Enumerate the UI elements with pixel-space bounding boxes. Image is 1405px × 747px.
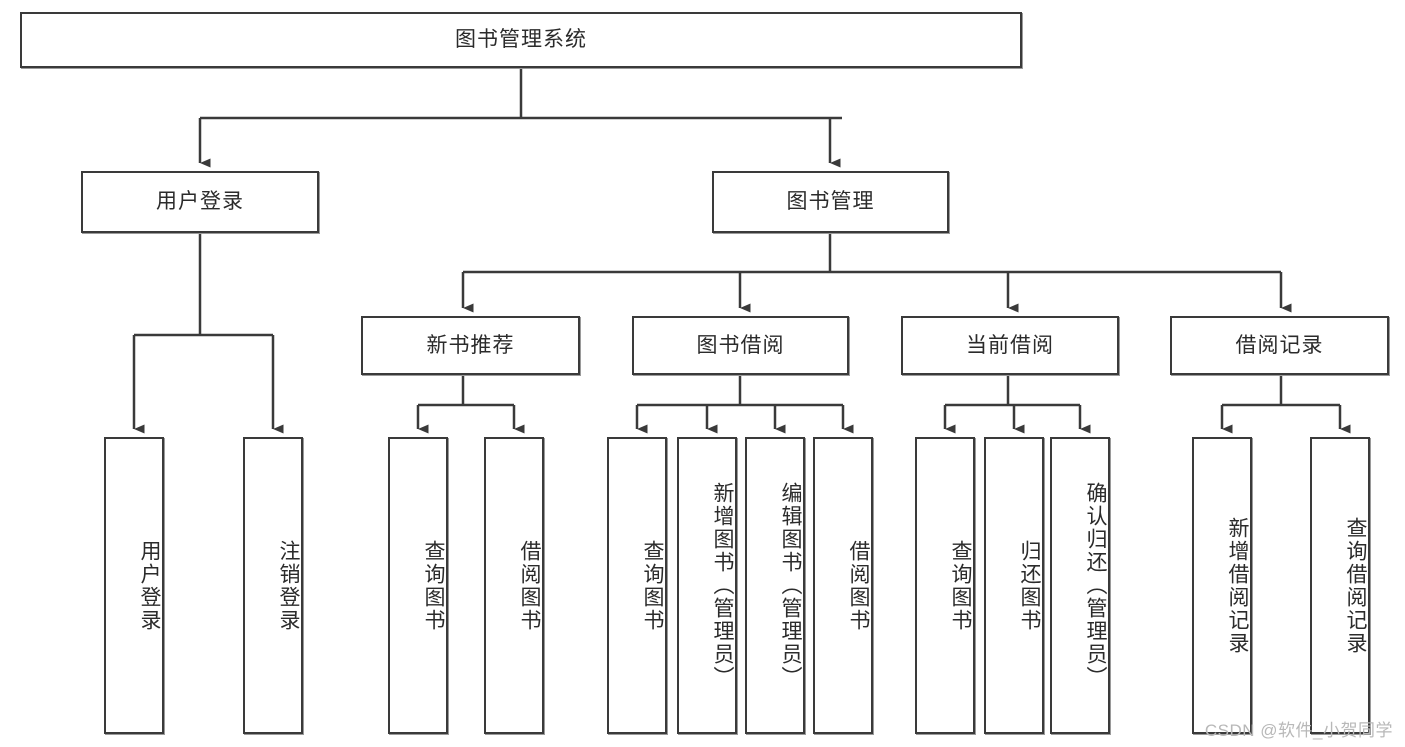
node-leaf-query-record[interactable]: 查询借阅记录: [1310, 437, 1370, 734]
node-label: 借阅图书: [518, 539, 541, 632]
node-label: 查询图书: [641, 539, 664, 632]
node-book-borrow[interactable]: 图书借阅: [632, 316, 849, 375]
node-leaf-add-record[interactable]: 新增借阅记录: [1192, 437, 1252, 734]
node-label: 查询图书: [949, 539, 972, 632]
node-user-login[interactable]: 用户登录: [81, 171, 319, 233]
node-label: 编辑图书（管理员）: [779, 482, 802, 689]
node-leaf-query-book-current[interactable]: 查询图书: [915, 437, 975, 734]
node-leaf-user-logout[interactable]: 注销登录: [243, 437, 303, 734]
node-label: 借阅图书: [847, 539, 870, 632]
node-label: 新书推荐: [426, 333, 515, 357]
node-leaf-borrow-book-rec[interactable]: 借阅图书: [484, 437, 544, 734]
node-label: 查询图书: [422, 539, 445, 632]
node-label: 图书借阅: [696, 333, 785, 357]
node-label: 当前借阅: [966, 333, 1054, 357]
node-new-book-rec[interactable]: 新书推荐: [361, 316, 580, 375]
node-label: 归还图书: [1018, 539, 1041, 632]
node-leaf-confirm-return[interactable]: 确认归还（管理员）: [1050, 437, 1110, 734]
node-leaf-return-book[interactable]: 归还图书: [984, 437, 1044, 734]
node-label: 图书管理系统: [455, 28, 587, 52]
node-leaf-query-book-rec[interactable]: 查询图书: [388, 437, 448, 734]
node-current-borrow[interactable]: 当前借阅: [901, 316, 1119, 375]
node-borrow-record[interactable]: 借阅记录: [1170, 316, 1389, 375]
node-label: 借阅记录: [1235, 333, 1324, 357]
node-label: 查询借阅记录: [1344, 516, 1367, 655]
node-leaf-edit-book[interactable]: 编辑图书（管理员）: [745, 437, 805, 734]
node-label: 图书管理: [786, 190, 875, 214]
node-label: 用户登录: [156, 190, 244, 214]
node-label: 注销登录: [277, 539, 300, 632]
node-label: 确认归还（管理员）: [1084, 482, 1107, 689]
node-label: 新增借阅记录: [1226, 516, 1249, 655]
node-leaf-add-book[interactable]: 新增图书（管理员）: [677, 437, 737, 734]
node-label: 用户登录: [138, 539, 161, 632]
node-label: 新增图书（管理员）: [711, 482, 734, 689]
node-leaf-user-login[interactable]: 用户登录: [104, 437, 164, 734]
node-root[interactable]: 图书管理系统: [20, 12, 1022, 68]
node-leaf-query-book-borrow[interactable]: 查询图书: [607, 437, 667, 734]
node-book-manage[interactable]: 图书管理: [712, 171, 949, 233]
node-leaf-borrow-book[interactable]: 借阅图书: [813, 437, 873, 734]
watermark-text: CSDN @软件_小贺同学: [1204, 721, 1393, 740]
